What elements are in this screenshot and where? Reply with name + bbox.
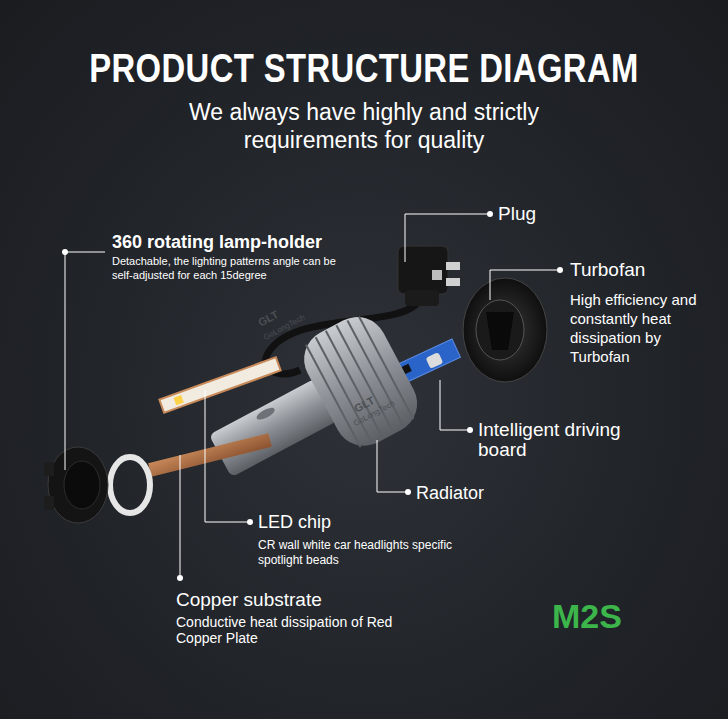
radiator (191, 306, 428, 510)
part-name: Plug (498, 203, 578, 225)
subtitle: We always have highly and strictly requi… (134, 98, 594, 154)
part-note: CR wall white car headlights specific sp… (258, 538, 468, 568)
part-note: High efficiency and constantly heat diss… (570, 290, 720, 366)
model-code: M2S (552, 598, 672, 634)
led-chip (159, 357, 280, 413)
part-name: Radiator (416, 482, 536, 504)
part-name: Intelligent driving board (478, 420, 658, 460)
page-title: PRODUCT STRUCTURE DIAGRAM (66, 46, 663, 91)
leader-lines (65, 214, 560, 578)
part-name: LED chip (258, 511, 408, 533)
part-name: Copper substrate (176, 589, 416, 611)
o-ring (110, 457, 150, 513)
part-name: 360 rotating lamp-holder (112, 231, 392, 253)
plug-connector (398, 246, 460, 306)
leader-dots (62, 211, 563, 581)
turbofan (463, 278, 547, 382)
part-name: Turbofan (570, 259, 720, 281)
part-note: Conductive heat dissipation of Red Coppe… (176, 614, 416, 646)
lamp-holder (44, 447, 108, 523)
copper-substrate (148, 433, 272, 477)
part-note: Detachable, the lighting patterns angle … (112, 254, 357, 282)
